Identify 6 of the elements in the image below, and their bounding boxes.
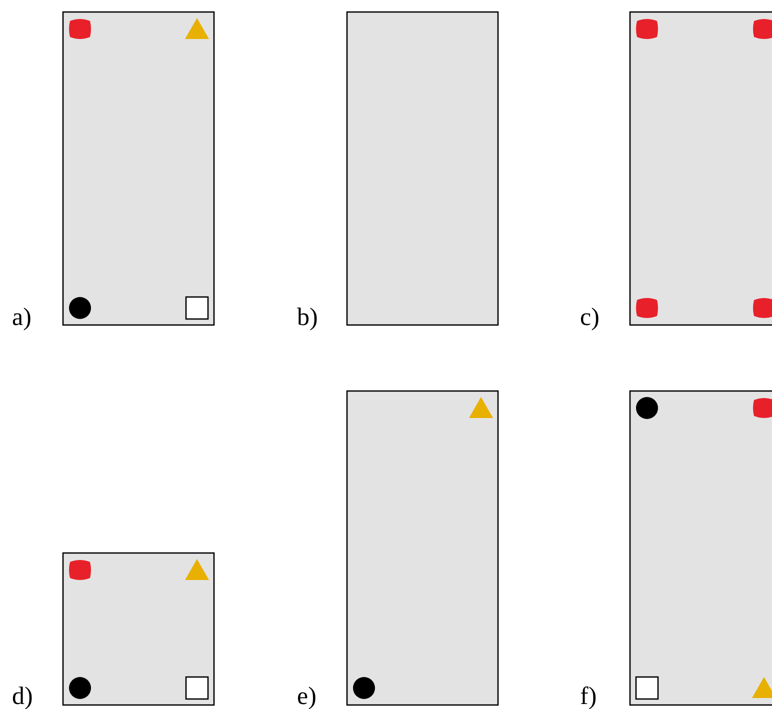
panel-label: b) — [297, 304, 318, 332]
panel-label: a) — [12, 304, 32, 332]
panel-label: c) — [580, 304, 600, 332]
panel-label: f) — [580, 683, 597, 709]
panel-label: d) — [12, 683, 33, 709]
panel-label: e) — [297, 683, 316, 709]
